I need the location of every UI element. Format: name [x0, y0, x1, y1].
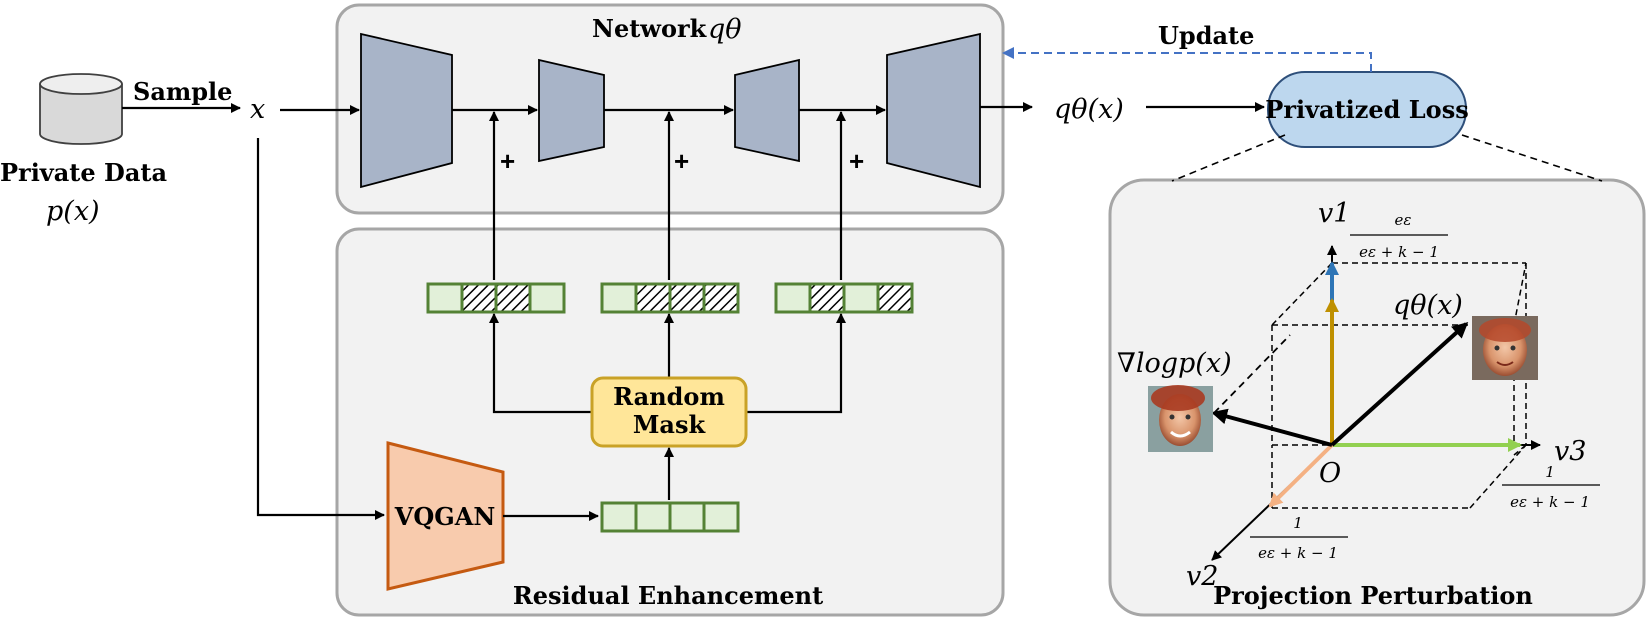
- private-data-symbol: p(x): [46, 196, 100, 227]
- token-group-3: [774, 282, 914, 314]
- projection-perturbation-panel: [1108, 178, 1646, 617]
- decoder-block-2: [886, 32, 981, 189]
- token-cell: [426, 282, 464, 314]
- sample-label: Sample: [133, 77, 232, 106]
- mask-to-token-left: [489, 313, 592, 414]
- axis-v2-label: v2: [1186, 561, 1218, 592]
- fraction-v2-numerator: 1: [1293, 514, 1303, 532]
- axis-v3-label: v3: [1554, 436, 1586, 467]
- grad-vector: [1211, 408, 1333, 447]
- token-cell: [842, 282, 880, 314]
- privatized-loss-label: Privatized Loss: [1265, 95, 1468, 124]
- real-face-image: [1148, 385, 1213, 452]
- random-mask-line1: Random: [613, 382, 725, 411]
- token-cell: [600, 501, 638, 533]
- projection-v2-orange: [1268, 443, 1334, 508]
- token-cell: [702, 501, 740, 533]
- token-cell-masked: [702, 282, 740, 314]
- plus-sign-2: +: [674, 146, 689, 176]
- plus-sign-3: +: [849, 146, 864, 176]
- token-cell: [774, 282, 812, 314]
- fraction-v2-denominator: eε + k − 1: [1258, 544, 1338, 562]
- fraction-v1: eε eε + k − 1: [1350, 211, 1448, 261]
- mask-to-token-right: [746, 313, 846, 414]
- token-cell-masked: [808, 282, 846, 314]
- update-arrow: [1002, 47, 1372, 72]
- fraction-v3-numerator: 1: [1545, 463, 1555, 481]
- token-cell: [668, 501, 706, 533]
- vqgan-label: VQGAN: [394, 502, 496, 531]
- qtheta-vector: [1330, 321, 1469, 447]
- grad-dashed-link: [1213, 334, 1291, 414]
- network-symbol: qθ: [708, 14, 742, 45]
- projection-cube: [1271, 262, 1527, 509]
- origin-label: O: [1319, 458, 1341, 489]
- grad-vector-label: ∇logp(x): [1117, 348, 1232, 379]
- zoom-line-right: [1461, 134, 1603, 182]
- token-cell-masked: [460, 282, 498, 314]
- encoder-block-2: [538, 58, 605, 163]
- random-mask-box: [590, 376, 748, 448]
- generated-face-image: [1472, 316, 1538, 380]
- decoder-block-1: [734, 58, 800, 163]
- fraction-v2: 1 eε + k − 1: [1250, 514, 1348, 562]
- token-cell-masked: [494, 282, 532, 314]
- random-mask-line2: Mask: [633, 410, 707, 439]
- private-data-label: Private Data: [0, 158, 167, 187]
- privatized-loss-box: [1267, 71, 1467, 148]
- flow-x-to-vqgan: [256, 138, 385, 520]
- token-layer: [426, 282, 914, 533]
- output-label: qθ(x): [1054, 94, 1124, 125]
- token-cell-masked: [876, 282, 914, 314]
- residual-enhancement-title: Residual Enhancement: [513, 581, 823, 610]
- fraction-v3-denominator: eε + k − 1: [1510, 493, 1590, 511]
- token-group-2: [600, 282, 740, 314]
- input-x: x: [250, 94, 265, 125]
- plus-sign-1: +: [500, 146, 515, 176]
- token-cell: [600, 282, 638, 314]
- database-icon: [39, 73, 123, 145]
- fraction-v1-denominator: eε + k − 1: [1359, 243, 1439, 261]
- vqgan-block: [386, 441, 505, 591]
- token-cell: [528, 282, 566, 314]
- projection-perturbation-title: Projection Perturbation: [1213, 581, 1533, 610]
- token-cell-masked: [668, 282, 706, 314]
- axis-v1-label: v1: [1318, 198, 1350, 229]
- token-group-1: [426, 282, 566, 314]
- encoder-block-1: [360, 32, 453, 189]
- fraction-v1-numerator: eε: [1395, 211, 1412, 229]
- network-title: Network: [592, 14, 708, 43]
- fraction-v3: 1 eε + k − 1: [1502, 463, 1600, 511]
- token-group-vqgan: [600, 501, 740, 533]
- zoom-line-left: [1171, 134, 1286, 182]
- token-cell: [634, 501, 672, 533]
- qtheta-vector-label: qθ(x): [1393, 290, 1463, 321]
- token-cell-masked: [634, 282, 672, 314]
- update-label: Update: [1158, 21, 1254, 50]
